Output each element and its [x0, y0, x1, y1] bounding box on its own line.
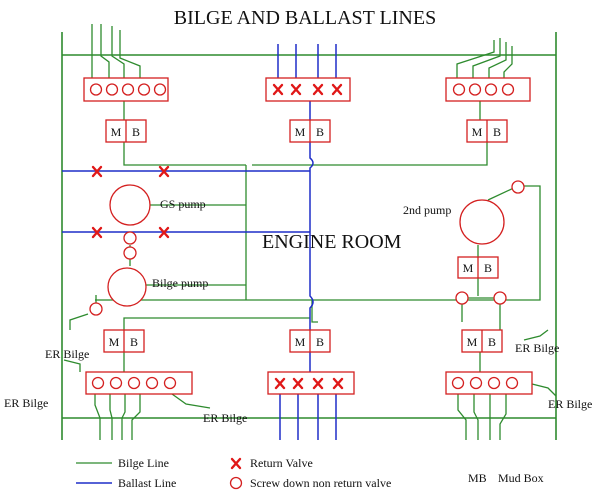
screw-down-valves — [89, 180, 525, 316]
second-pump-label: 2nd pump — [403, 203, 451, 217]
gs-pump-label: GS pump — [160, 197, 206, 211]
mud-box-bottom-right: M B — [461, 329, 503, 353]
svg-text:B: B — [316, 335, 324, 349]
manifold-bottom-center — [267, 371, 355, 395]
er-bilge-label-right-lower: ER Bilge — [548, 397, 592, 411]
svg-text:B: B — [316, 125, 324, 139]
mud-box-bottom-left: M B — [103, 329, 145, 353]
svg-text:M: M — [111, 125, 122, 139]
svg-text:MB: MB — [468, 471, 487, 485]
mud-box-top-left: M B — [105, 119, 147, 143]
svg-text:B: B — [488, 335, 496, 349]
legend-return-valve: Return Valve — [230, 456, 313, 470]
manifold-bottom-right — [445, 371, 533, 395]
svg-text:B: B — [484, 261, 492, 275]
er-bilge-label-bottom: ER Bilge — [203, 411, 247, 425]
manifold-top-center — [265, 77, 351, 102]
legend-bilge-line: Bilge Line — [76, 456, 169, 470]
svg-text:Mud Box: Mud Box — [498, 471, 544, 485]
svg-text:Screw down non return valve: Screw down non return valve — [250, 476, 391, 490]
svg-text:B: B — [132, 125, 140, 139]
svg-text:M: M — [472, 125, 483, 139]
svg-text:Ballast Line: Ballast Line — [118, 476, 176, 490]
engine-room-label: ENGINE ROOM — [262, 231, 402, 253]
svg-text:B: B — [130, 335, 138, 349]
svg-text:M: M — [295, 335, 306, 349]
legend: Bilge Line Ballast Line Return Valve Scr… — [76, 456, 544, 490]
mud-box-top-right: M B — [466, 119, 508, 143]
engine-room-frame — [61, 32, 557, 440]
manifold-top-right — [445, 77, 531, 102]
mud-box-second-pump: M B — [457, 256, 499, 279]
manifold-top-left — [83, 77, 169, 102]
bilge-pump — [107, 267, 147, 307]
svg-text:Bilge Line: Bilge Line — [118, 456, 169, 470]
er-bilge-label-left-upper: ER Bilge — [45, 347, 89, 361]
svg-text:M: M — [467, 335, 478, 349]
svg-text:Return Valve: Return Valve — [250, 456, 313, 470]
svg-text:B: B — [493, 125, 501, 139]
bilge-pump-label: Bilge pump — [152, 276, 208, 290]
legend-ballast-line: Ballast Line — [76, 476, 176, 490]
mud-box-top-center: M B — [289, 119, 331, 143]
ballast-lines — [62, 44, 337, 440]
legend-mud-box: MB Mud Box — [468, 471, 544, 485]
manifold-bottom-left — [85, 371, 193, 395]
mud-box-bottom-center: M B — [289, 329, 331, 353]
er-bilge-label-left-lower: ER Bilge — [4, 396, 48, 410]
return-valves — [91, 165, 170, 239]
legend-screw-down-valve: Screw down non return valve — [229, 476, 391, 490]
er-bilge-label-right-upper: ER Bilge — [515, 341, 559, 355]
second-pump — [459, 199, 505, 245]
svg-text:M: M — [463, 261, 474, 275]
svg-text:M: M — [295, 125, 306, 139]
gs-pump — [109, 184, 151, 226]
diagram-title: BILGE AND BALLAST LINES — [174, 7, 436, 29]
svg-text:M: M — [109, 335, 120, 349]
